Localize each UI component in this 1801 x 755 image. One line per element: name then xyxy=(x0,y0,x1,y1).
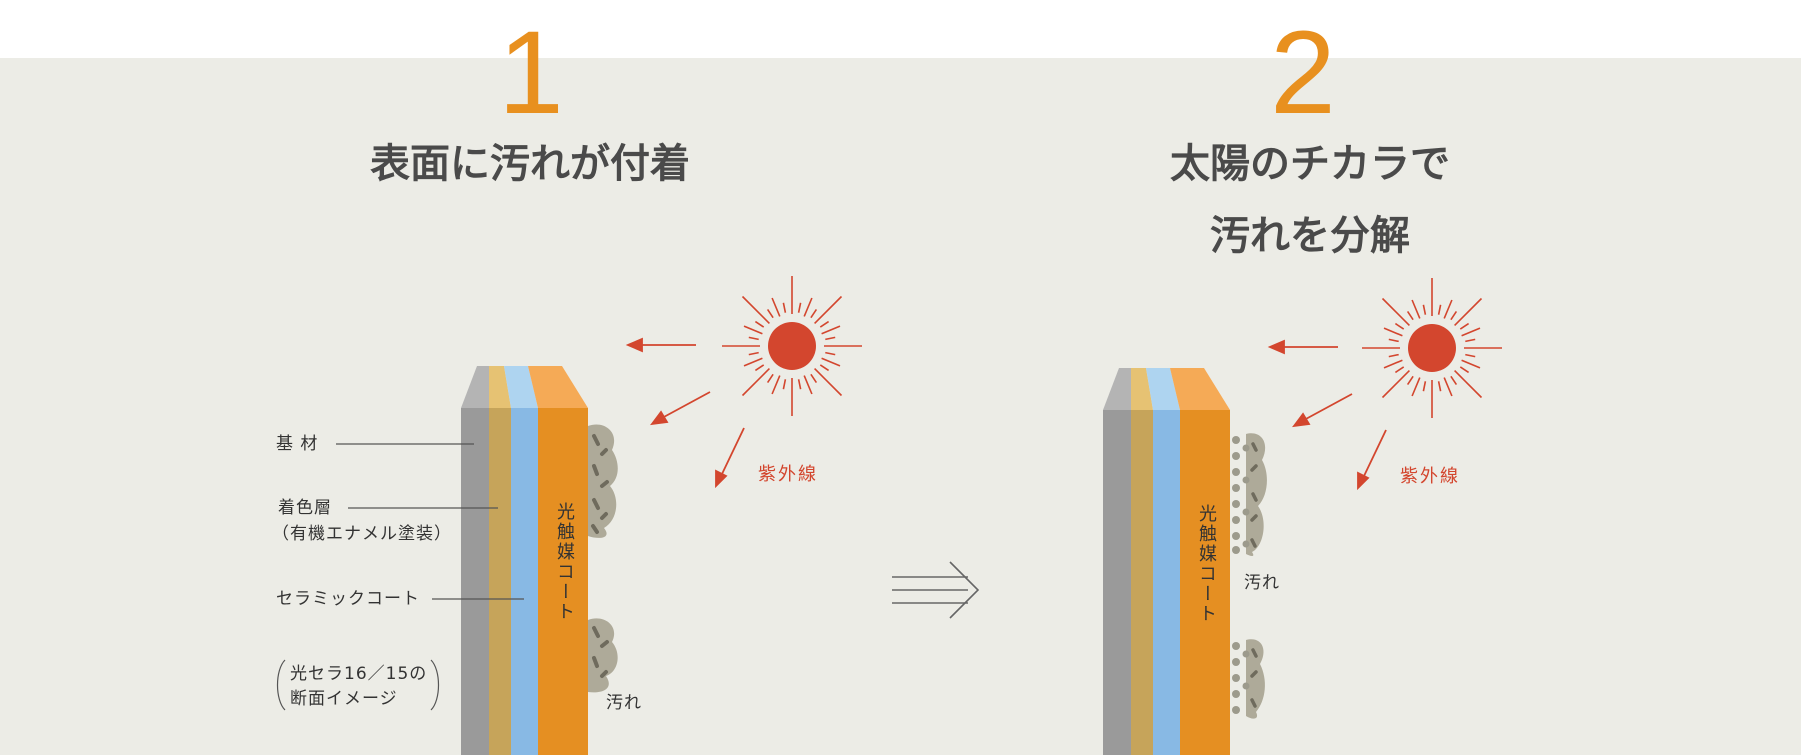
sun-1 xyxy=(722,276,862,416)
sun-ray-short xyxy=(1388,353,1399,358)
cross-section-2 xyxy=(1103,368,1230,755)
color-layer xyxy=(489,408,511,755)
label-color-layer: 着色層 xyxy=(278,498,332,518)
sun-ray xyxy=(1454,370,1483,399)
sun-ray xyxy=(1454,297,1483,326)
dirt-label-1: 汚れ xyxy=(606,693,642,713)
label-color-layer-sub: （有機エナメル塗装） xyxy=(272,524,452,544)
sun-ray xyxy=(771,297,781,317)
sun-ray xyxy=(821,325,841,335)
step-2-title: 太陽のチカラで 汚れを分解 xyxy=(1110,128,1510,272)
sun-ray-short xyxy=(782,379,787,390)
sun-ray xyxy=(803,375,813,395)
sun-ray-short xyxy=(1437,381,1442,392)
sun-ray-short xyxy=(766,373,774,384)
sun-ray-short xyxy=(754,320,765,328)
sun-ray-short xyxy=(748,336,759,341)
sun-ray xyxy=(771,375,781,395)
sun-ray-short xyxy=(825,336,836,341)
sun-ray-short xyxy=(1422,304,1427,315)
coat-label-1: 光触媒コート xyxy=(554,502,575,622)
sun-ray-short xyxy=(1394,366,1405,374)
sun-ray-short xyxy=(754,364,765,372)
sun-ray xyxy=(1411,377,1421,397)
color-layer-top xyxy=(489,366,511,408)
product-note-brackets xyxy=(276,659,440,711)
sun-ray-short xyxy=(1459,366,1470,374)
dirt-blob-1-upper xyxy=(588,424,618,538)
coat-label-2: 光触媒コート xyxy=(1196,504,1217,624)
sun-ray-short xyxy=(825,351,836,356)
sun-ray xyxy=(1443,299,1453,319)
dirt-blob-2-lower xyxy=(1232,639,1265,719)
label-product-line2: 断面イメージ xyxy=(290,689,398,709)
base-layer xyxy=(461,408,489,755)
sun-ray-short xyxy=(1459,322,1470,330)
sun-ray-short xyxy=(1406,310,1414,321)
sun-ray-short xyxy=(1465,338,1476,343)
uv-arrows-1 xyxy=(625,337,745,489)
flow-arrow xyxy=(892,561,980,619)
sun-ray xyxy=(743,325,763,335)
sun-ray xyxy=(814,295,843,324)
sun-ray xyxy=(1381,370,1410,399)
sun-ray-short xyxy=(810,373,818,384)
sun-ray xyxy=(1461,327,1481,337)
sun-ray xyxy=(1443,377,1453,397)
sun-ray-short xyxy=(1450,375,1458,386)
sun-ray xyxy=(1381,297,1410,326)
uv-label-1: 紫外線 xyxy=(758,464,818,485)
step-1-number: 1 xyxy=(498,7,564,139)
sun-ray-short xyxy=(1394,322,1405,330)
step-2-number: 2 xyxy=(1270,7,1336,139)
sun-ray-short xyxy=(1465,353,1476,358)
sun-ray-short xyxy=(819,364,830,372)
sun-ray-short xyxy=(1406,375,1414,386)
sun-ray xyxy=(821,357,841,367)
sun-ray xyxy=(1383,359,1403,369)
cross-section-1 xyxy=(461,366,588,755)
step-1-title: 表面に汚れが付着 xyxy=(370,141,690,187)
sun-ray-short xyxy=(782,302,787,313)
photocatalyst-layer-top xyxy=(528,366,588,408)
sun-ray xyxy=(814,368,843,397)
ceramic-layer-top xyxy=(504,366,538,408)
sun-ray xyxy=(1411,299,1421,319)
dirt-label-2: 汚れ xyxy=(1244,573,1280,593)
dirt-blob-1-lower xyxy=(588,618,618,693)
label-base: 基 材 xyxy=(276,434,319,454)
sun-ray-short xyxy=(1388,338,1399,343)
sun-ray xyxy=(1461,359,1481,369)
sun-ray-short xyxy=(766,308,774,319)
sun-ray xyxy=(803,297,813,317)
uv-label-2: 紫外線 xyxy=(1400,466,1460,487)
sun-ray-short xyxy=(1437,304,1442,315)
base-layer-top xyxy=(461,366,489,408)
sun-ray xyxy=(741,295,770,324)
dirt-blob-2-upper xyxy=(1232,433,1267,556)
sun-ray-short xyxy=(810,308,818,319)
leader-lines-1 xyxy=(336,443,524,600)
label-product-line1: 光セラ16／15の xyxy=(290,664,428,684)
sun-ray-short xyxy=(797,302,802,313)
sun-ray-short xyxy=(797,379,802,390)
sun-ray-short xyxy=(748,351,759,356)
sun-ray-short xyxy=(1422,381,1427,392)
label-ceramic: セラミックコート xyxy=(276,589,420,609)
step-2-title-line2: 汚れを分解 xyxy=(1210,213,1410,259)
sun-ray xyxy=(741,368,770,397)
sun-ray xyxy=(1383,327,1403,337)
sun-ray-short xyxy=(1450,310,1458,321)
sun-ray xyxy=(743,357,763,367)
sun-2 xyxy=(1362,278,1502,418)
sun-ray-short xyxy=(819,320,830,328)
diagram-panel xyxy=(0,58,1801,755)
ceramic-layer xyxy=(511,408,538,755)
step-2-title-line1: 太陽のチカラで xyxy=(1170,141,1450,187)
photocatalyst-layer xyxy=(538,408,588,755)
uv-arrows-2 xyxy=(1267,339,1387,491)
